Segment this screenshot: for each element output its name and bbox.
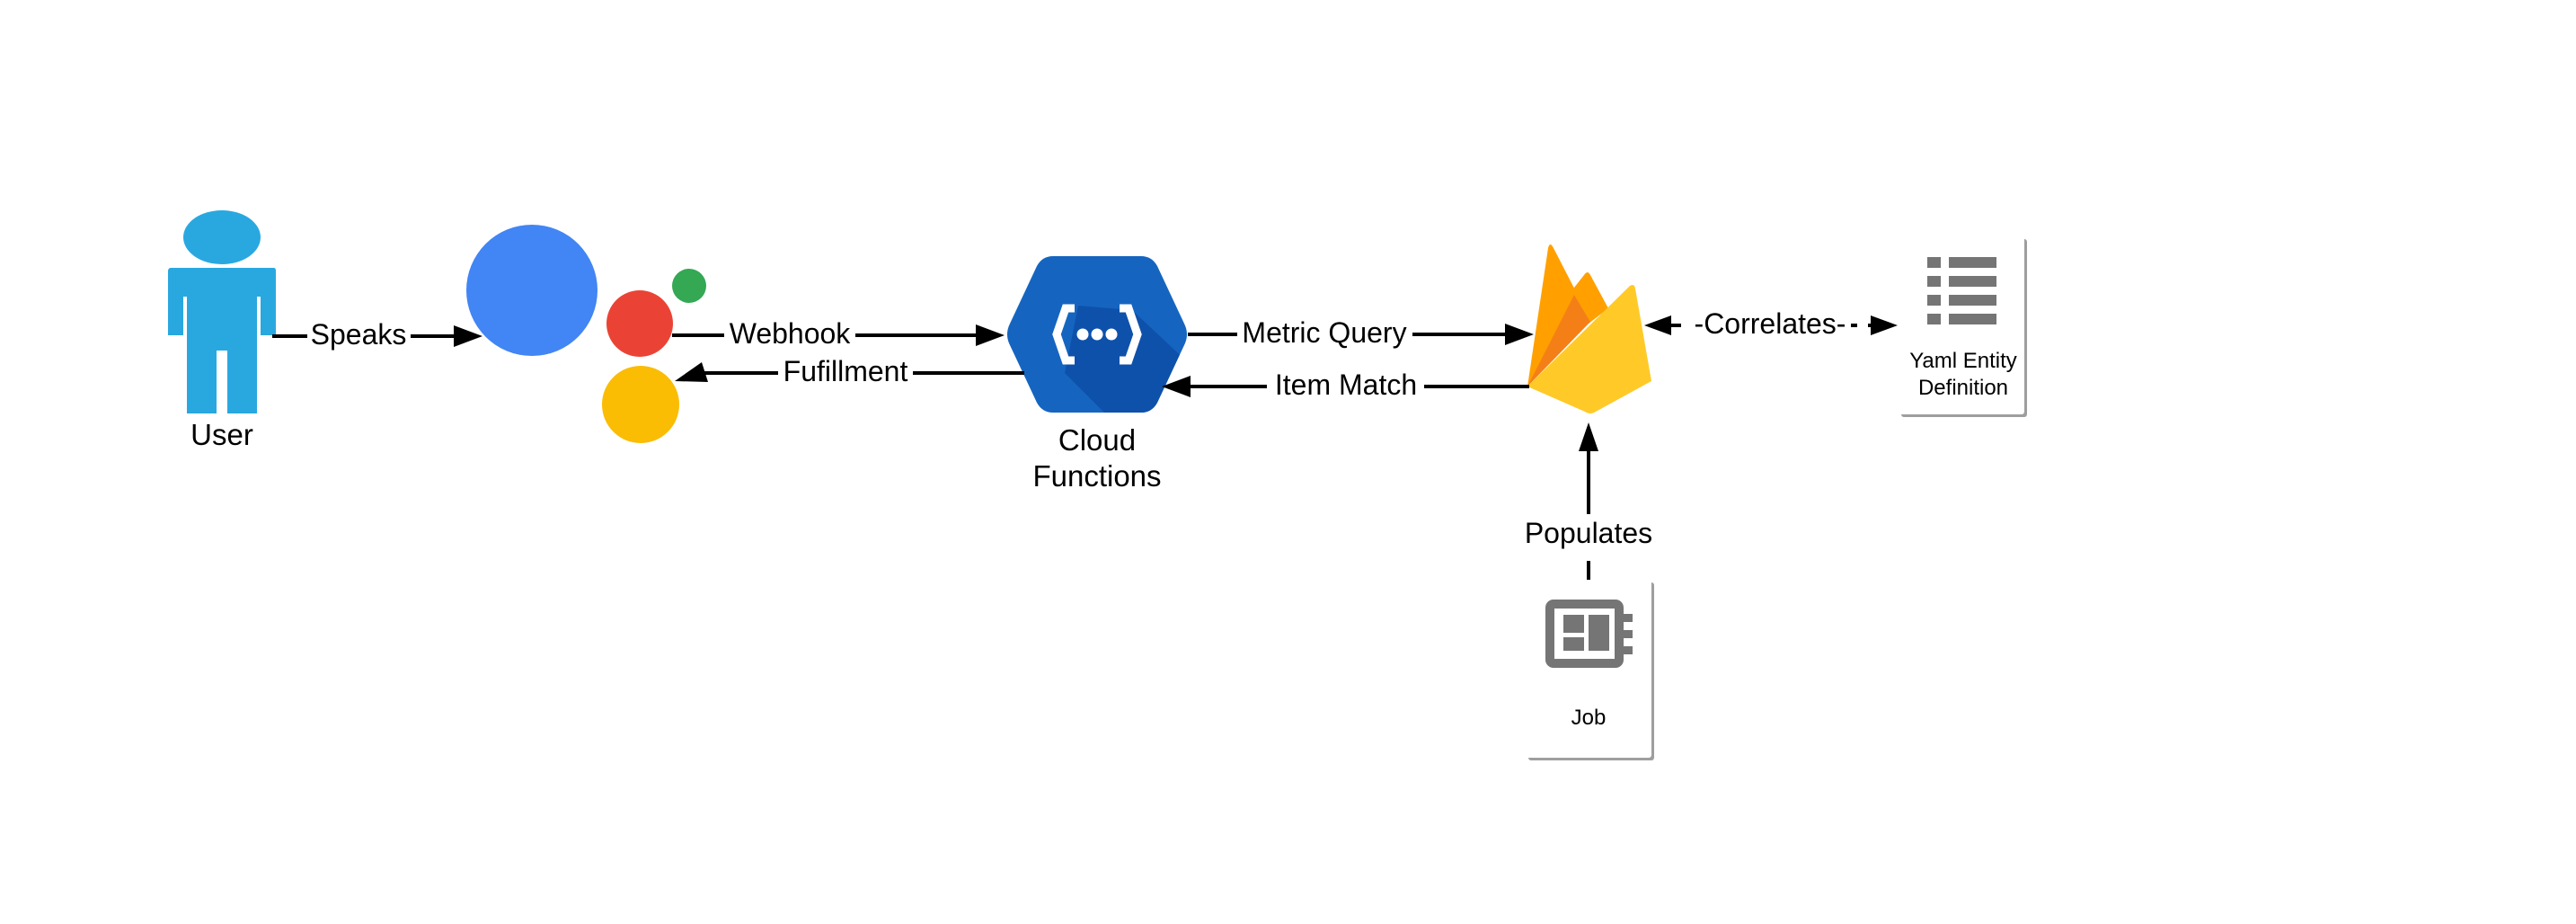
user-label: User: [190, 418, 253, 451]
firebase-node[interactable]: [1527, 244, 1651, 413]
job-icon: [1545, 600, 1633, 668]
edge-fulfillment[interactable]: Fufillment: [675, 353, 1024, 389]
edge-webhook[interactable]: Webhook: [672, 315, 1005, 351]
yaml-entity-label-line2: Definition: [1918, 376, 2008, 400]
edge-item-match[interactable]: Item Match: [1162, 367, 1529, 403]
edge-speaks-label: Speaks: [311, 318, 407, 351]
cloud-functions-label-line2: Functions: [1032, 459, 1161, 493]
yaml-entity-label-line1: Yaml Entity: [1909, 349, 2017, 373]
cloud-functions-label-line1: Cloud: [1058, 423, 1136, 457]
user-icon: [168, 210, 276, 413]
edge-correlates[interactable]: -Correlates-: [1644, 306, 1898, 342]
edge-metric-query-label: Metric Query: [1242, 316, 1406, 349]
job-card[interactable]: Job: [1526, 580, 1654, 760]
cloud-functions-node[interactable]: Cloud Functions: [1007, 256, 1204, 493]
yaml-entity-definition-card[interactable]: Yaml Entity Definition: [1899, 236, 2027, 417]
google-assistant-icon: [466, 225, 706, 443]
edge-webhook-label: Webhook: [730, 317, 852, 350]
edge-speaks[interactable]: Speaks: [272, 316, 482, 352]
google-assistant-node[interactable]: [466, 225, 706, 443]
cloud-functions-icon: [1007, 256, 1187, 413]
edge-populates-label: Populates: [1525, 517, 1652, 549]
edge-metric-query[interactable]: Metric Query: [1188, 315, 1534, 351]
list-icon: [1927, 257, 1996, 324]
job-label: Job: [1571, 706, 1607, 730]
edge-populates[interactable]: Populates: [1518, 422, 1659, 580]
firebase-icon: [1527, 244, 1651, 413]
user-node[interactable]: User: [168, 210, 276, 451]
edge-correlates-label: -Correlates-: [1695, 307, 1846, 340]
edge-fulfillment-label: Fufillment: [783, 355, 908, 387]
edge-item-match-label: Item Match: [1275, 369, 1417, 401]
